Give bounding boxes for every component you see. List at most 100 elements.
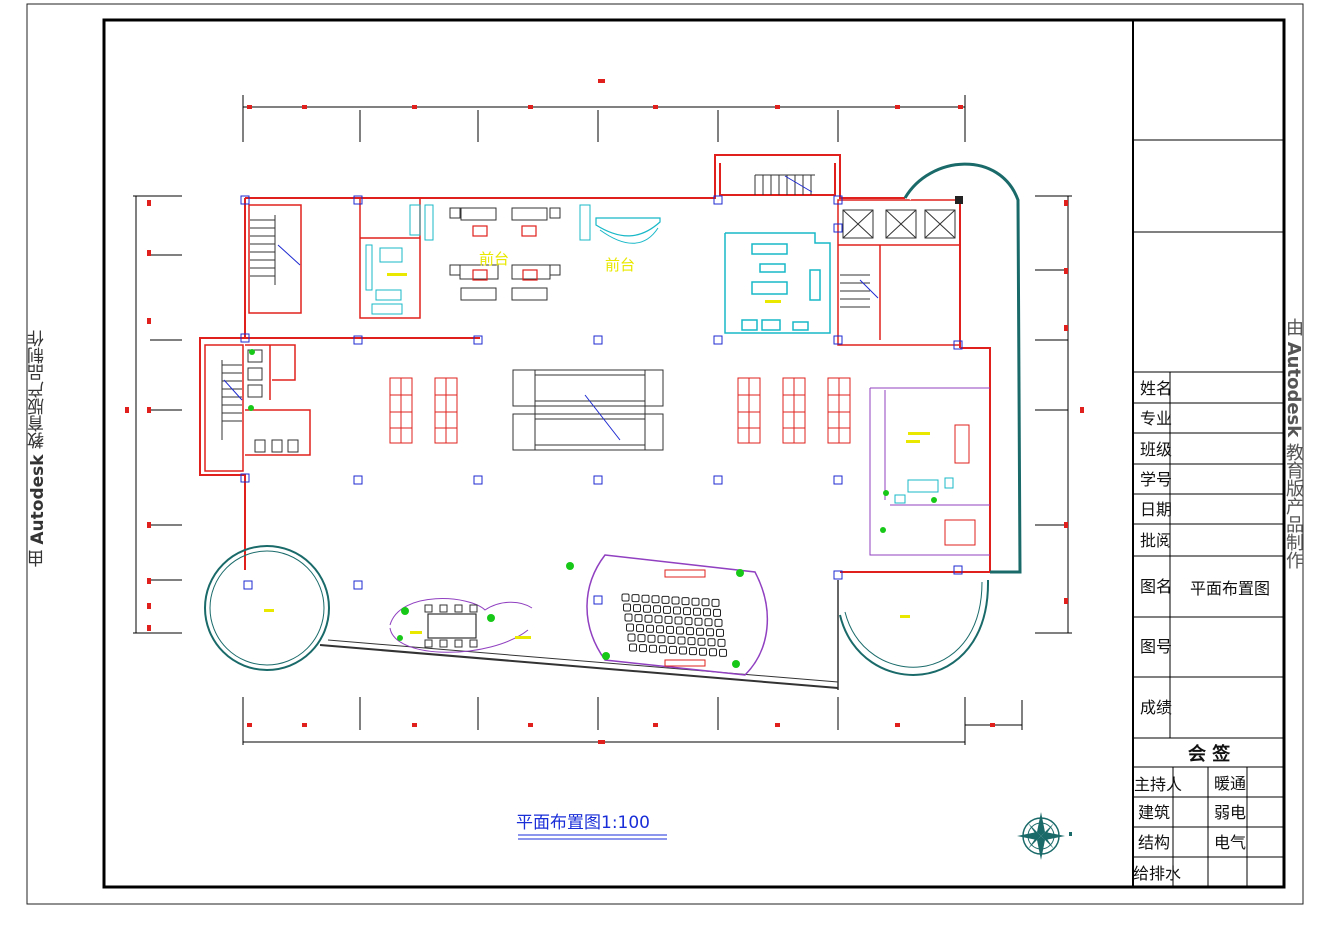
watermark-right: 由 Autodesk 教育版产品制作	[1280, 318, 1306, 569]
column-marker	[953, 565, 963, 575]
workstations-right	[737, 377, 851, 444]
hall-seat	[691, 597, 700, 606]
hall-seat	[664, 615, 673, 624]
column-marker	[833, 223, 843, 233]
hall-seat	[706, 628, 714, 637]
hall-seat	[649, 644, 657, 653]
tb-label-student-id: 学号	[1140, 470, 1172, 489]
dimension-lines	[133, 95, 1072, 745]
hall-seat	[696, 627, 704, 636]
tb-drawing-name-value: 平面布置图	[1190, 579, 1270, 598]
hall-seat	[687, 637, 696, 646]
hall-seat	[667, 635, 676, 644]
hall-seat	[651, 595, 660, 604]
watermark-prefix: 由	[1283, 318, 1304, 336]
reception-desk	[595, 217, 661, 237]
column-marker	[833, 475, 843, 485]
column-marker	[353, 335, 363, 345]
office-furniture	[365, 204, 591, 315]
column-marker	[240, 195, 250, 205]
watermark-suffix: 教育版产品制作	[28, 330, 48, 449]
manager-office	[359, 198, 421, 319]
tb-label-drawing-name: 图名	[1140, 577, 1172, 596]
hall-seat	[714, 618, 723, 627]
tb-label-drawing-number: 图号	[1140, 637, 1172, 656]
column-marker	[833, 195, 843, 205]
hall-seat	[673, 606, 681, 615]
column-marker	[240, 333, 250, 343]
tb-label-score: 成绩	[1140, 698, 1172, 717]
sheet-outer-border	[26, 3, 1304, 905]
column-marker	[713, 195, 723, 205]
hall-seat	[689, 647, 697, 656]
hall-seat	[644, 614, 653, 623]
hall-seat	[679, 646, 687, 655]
hall-seat	[623, 603, 631, 612]
showroom	[724, 232, 831, 334]
hall-seat	[684, 617, 693, 626]
column-marker	[713, 475, 723, 485]
hall-seat	[661, 595, 670, 604]
room-label-reception-left: 前台	[479, 250, 509, 268]
stair-top	[754, 174, 815, 195]
hall-seat	[709, 648, 717, 657]
hall-seat	[636, 624, 644, 633]
hall-seat	[719, 648, 727, 657]
tb-label-name: 姓名	[1140, 379, 1172, 398]
column-marker	[353, 580, 363, 590]
stair-left-lower	[204, 344, 244, 472]
drawing-frame	[102, 18, 1286, 889]
hall-seat	[713, 608, 721, 617]
structural-columns	[240, 195, 963, 605]
hall-seat	[677, 636, 686, 645]
exterior-walls	[199, 154, 991, 573]
hall-seat	[654, 615, 663, 624]
hall-seat	[693, 607, 701, 616]
watermark-prefix: 由	[28, 550, 48, 568]
column-marker	[833, 335, 843, 345]
tb-sign-left-1: 建筑	[1138, 803, 1170, 822]
hall-seat	[643, 604, 651, 613]
hall-seat	[671, 596, 680, 605]
hall-seat	[633, 604, 641, 613]
title-block	[1133, 139, 1284, 887]
lounge-tables	[472, 225, 538, 281]
column-marker	[593, 335, 603, 345]
hall-seat	[621, 593, 630, 602]
lecture-hall-seats	[621, 593, 727, 657]
round-room-left	[204, 545, 330, 671]
round-room-right	[839, 579, 990, 676]
title-block-text: 姓名 专业 班级 学号 日期 批阅 图名 平面布置图 图号 成绩 会 签 主持人…	[1133, 379, 1270, 883]
tb-label-major: 专业	[1140, 409, 1172, 428]
hall-seat	[703, 608, 711, 617]
watermark-suffix: 教育版产品制作	[1283, 442, 1304, 569]
hall-seat	[681, 597, 690, 606]
hall-seat	[701, 598, 710, 607]
tb-sign-right-2: 电气	[1214, 833, 1246, 852]
elevator-core	[837, 196, 963, 346]
hall-seat	[716, 628, 724, 637]
drawing-title: 平面布置图1:100	[516, 813, 650, 833]
hall-seat	[697, 637, 706, 646]
hall-seat	[676, 626, 684, 635]
tb-sign-left-0: 主持人	[1134, 775, 1182, 794]
workstations-left	[389, 377, 458, 444]
column-marker	[473, 475, 483, 485]
hall-seat	[711, 598, 720, 607]
column-marker	[240, 473, 250, 483]
tb-label-review: 批阅	[1140, 531, 1172, 550]
escalators	[512, 369, 664, 451]
hall-seat	[666, 625, 674, 634]
watermark-brand: Autodesk	[28, 454, 48, 545]
hall-seat	[659, 645, 667, 654]
hall-seat	[641, 594, 650, 603]
column-marker	[593, 475, 603, 485]
hall-seat	[646, 624, 654, 633]
hall-seat	[657, 635, 666, 644]
tb-sign-right-0: 暖通	[1214, 774, 1246, 793]
hall-seat	[653, 605, 661, 614]
hall-seat	[707, 638, 716, 647]
column-marker	[353, 475, 363, 485]
hall-seat	[647, 634, 656, 643]
